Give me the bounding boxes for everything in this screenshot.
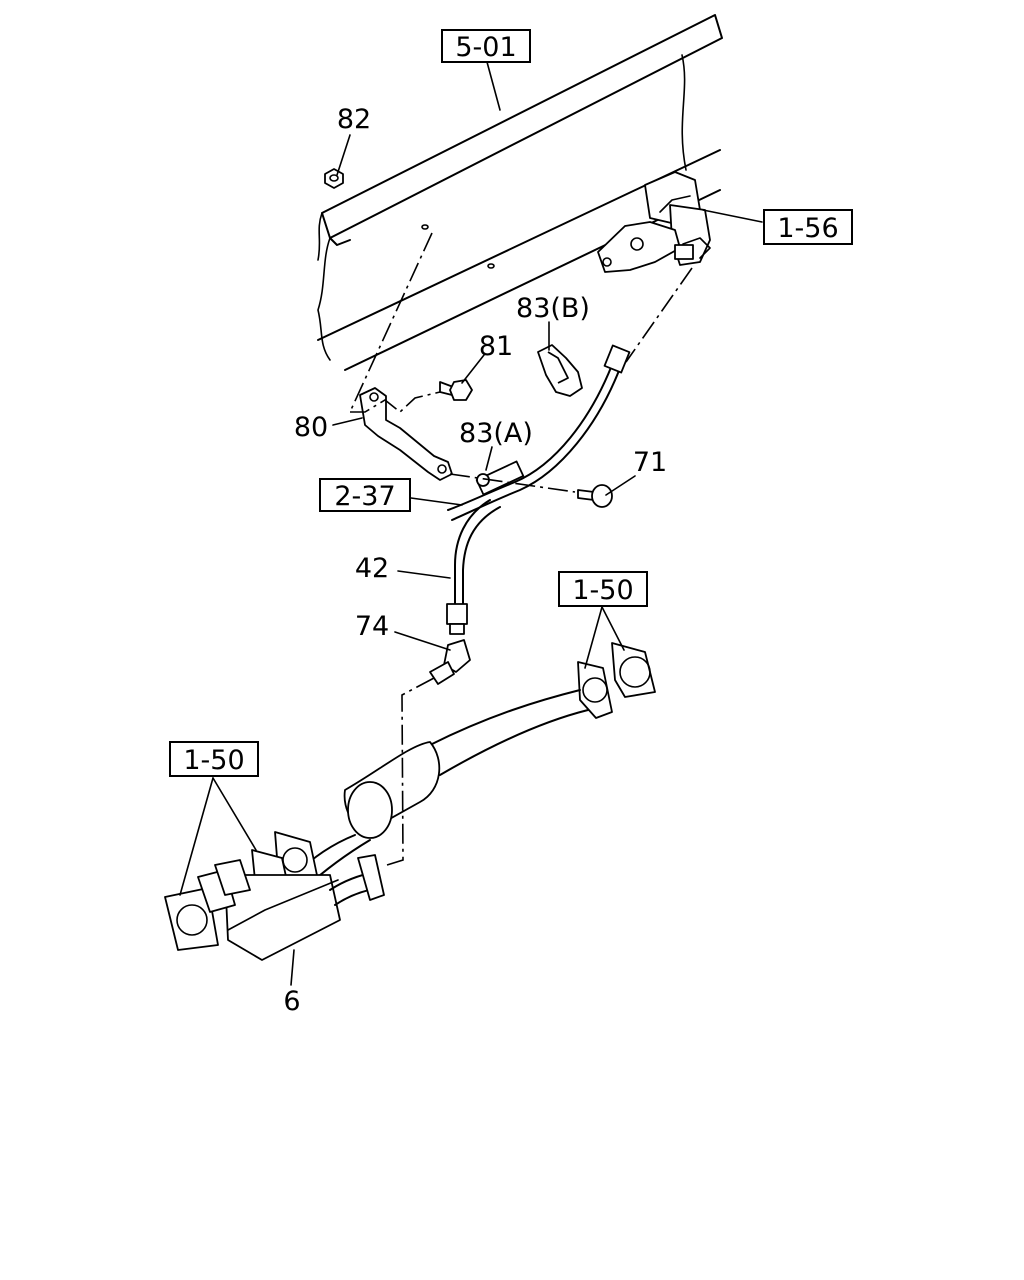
label-71: 71 [633, 447, 667, 478]
hose-42 [446, 499, 501, 635]
bolt-71 [577, 484, 613, 508]
fitting-74 [429, 639, 471, 685]
ref-box-1-50-left: 1-50 [169, 741, 259, 777]
label-83a: 83(A) [459, 418, 533, 449]
ref-2-37-label: 2-37 [334, 481, 395, 512]
ref-box-5-01: 5-01 [441, 29, 531, 63]
label-42: 42 [355, 553, 389, 584]
ref-box-1-56: 1-56 [763, 209, 853, 245]
ref-box-2-37: 2-37 [319, 478, 411, 512]
sensor-assembly-1-56 [597, 171, 711, 273]
bracket-80 [359, 387, 453, 481]
ref-5-01-label: 5-01 [455, 32, 516, 63]
clip-83b [537, 344, 583, 397]
ref-1-56-label: 1-56 [777, 213, 838, 244]
bolt-81 [439, 379, 473, 401]
guide-lines [349, 232, 693, 867]
exhaust-pipe-assembly [164, 642, 656, 961]
ref-1-50-right-label: 1-50 [572, 575, 633, 606]
pipe-2-37 [447, 344, 631, 521]
label-80: 80 [294, 412, 328, 443]
leader-lines [179, 61, 763, 986]
label-74: 74 [355, 611, 389, 642]
label-6: 6 [283, 986, 300, 1017]
ref-box-1-50-right: 1-50 [558, 571, 648, 607]
label-83b: 83(B) [516, 293, 590, 324]
label-81: 81 [479, 331, 513, 362]
ref-1-50-left-label: 1-50 [183, 745, 244, 776]
label-82: 82 [337, 104, 371, 135]
nut-82 [324, 168, 344, 189]
